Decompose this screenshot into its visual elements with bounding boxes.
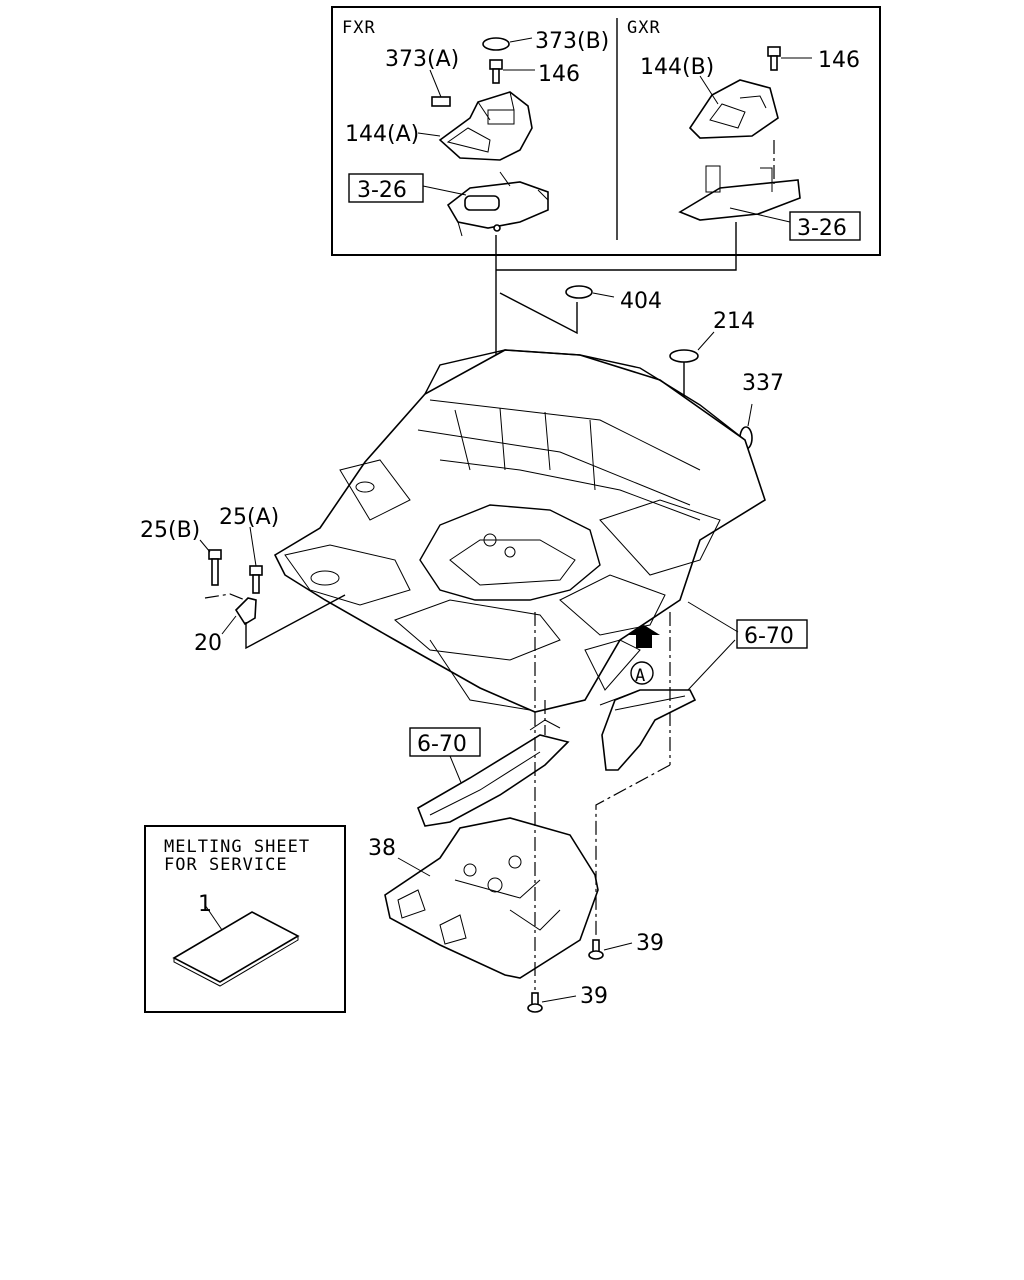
side-rail-right-part <box>601 689 697 771</box>
ref-6-70-left-label: 6-70 <box>417 732 467 757</box>
callout-38: 38 <box>368 836 396 861</box>
service-box-line2: FOR SERVICE <box>164 855 288 875</box>
bolt-146-gxr-part <box>767 46 781 71</box>
callout-337: 337 <box>742 371 784 396</box>
tag-373a-part <box>431 96 451 107</box>
callout-373b: 373(B) <box>535 29 609 54</box>
variant-fxr-label: FXR <box>342 18 376 38</box>
shifter-bracket-fxr-part <box>446 171 549 237</box>
callout-144a: 144(A) <box>345 122 419 147</box>
callout-1: 1 <box>198 892 212 917</box>
callout-25b: 25(B) <box>140 518 200 543</box>
bracket-20-part <box>234 597 257 626</box>
floor-panel-assembly <box>273 349 766 713</box>
ref-3-26-fxr-label[interactable]: 3-26 <box>357 178 407 203</box>
callout-146-fxr: 146 <box>538 62 580 87</box>
fxr-console-assembly: 3-26 <box>348 37 549 237</box>
gxr-console-assembly: 3-26 <box>678 46 861 241</box>
callout-39-bottom: 39 <box>580 984 608 1009</box>
service-box-line1: MELTING SHEET <box>164 837 310 857</box>
shifter-plate-gxr-part <box>678 140 801 221</box>
ref-6-70-right-label: 6-70 <box>744 624 794 649</box>
variant-inset-box: FXR GXR <box>331 6 881 256</box>
view-a-arrow: A <box>628 625 660 686</box>
bolt-146-fxr-part <box>489 59 503 84</box>
callout-25a: 25(A) <box>219 505 279 530</box>
bolt-25a-part <box>249 565 263 594</box>
ref-3-26-gxr-label: 3-26 <box>797 216 847 241</box>
plug-214-part <box>669 349 699 363</box>
bolt-25b-part <box>208 549 222 586</box>
cap-373b-part <box>482 37 510 51</box>
console-144b-part <box>688 79 779 139</box>
callout-373a: 373(A) <box>385 47 459 72</box>
bolt-39-right-part <box>588 939 604 960</box>
callout-404: 404 <box>620 289 662 314</box>
callout-39-right: 39 <box>636 931 664 956</box>
callout-20: 20 <box>194 631 222 656</box>
callout-144b: 144(B) <box>640 55 714 80</box>
callout-146-gxr: 146 <box>818 48 860 73</box>
melting-sheet-box: MELTING SHEET FOR SERVICE <box>144 825 346 1013</box>
plug-404-part <box>565 285 593 299</box>
ref-box-6-70-left[interactable] <box>409 727 481 757</box>
callout-214: 214 <box>713 309 755 334</box>
ref-box-3-26-fxr[interactable] <box>348 173 424 203</box>
console-144a-part <box>438 91 533 161</box>
ref-box-6-70-right[interactable] <box>736 619 808 649</box>
heat-shield-38-part <box>384 817 599 979</box>
view-a-label: A <box>635 666 646 686</box>
bolt-39-bottom-part <box>527 992 543 1013</box>
ref-box-3-26-gxr[interactable] <box>789 211 861 241</box>
side-rail-left-part <box>417 719 570 827</box>
variant-gxr-label: GXR <box>627 18 661 38</box>
